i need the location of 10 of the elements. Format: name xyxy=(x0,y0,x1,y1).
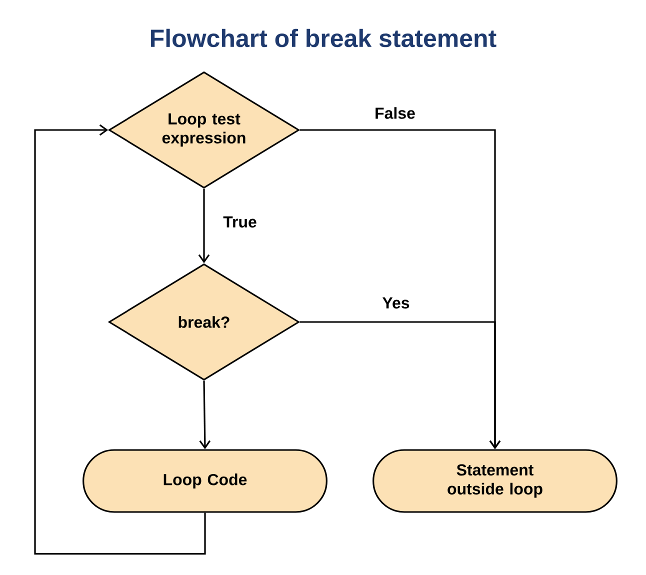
arrow xyxy=(198,188,210,264)
arrow xyxy=(300,321,501,450)
process-terminal: Statement outside loop xyxy=(372,449,618,513)
edge-label: False xyxy=(374,106,416,120)
arrow xyxy=(199,380,211,450)
title: Flowchart of break statement xyxy=(151,28,496,48)
process-terminal: Loop Code xyxy=(82,449,328,513)
edge-label: True xyxy=(222,215,258,229)
edge-label: Yes xyxy=(381,296,411,310)
arrow xyxy=(34,124,206,555)
